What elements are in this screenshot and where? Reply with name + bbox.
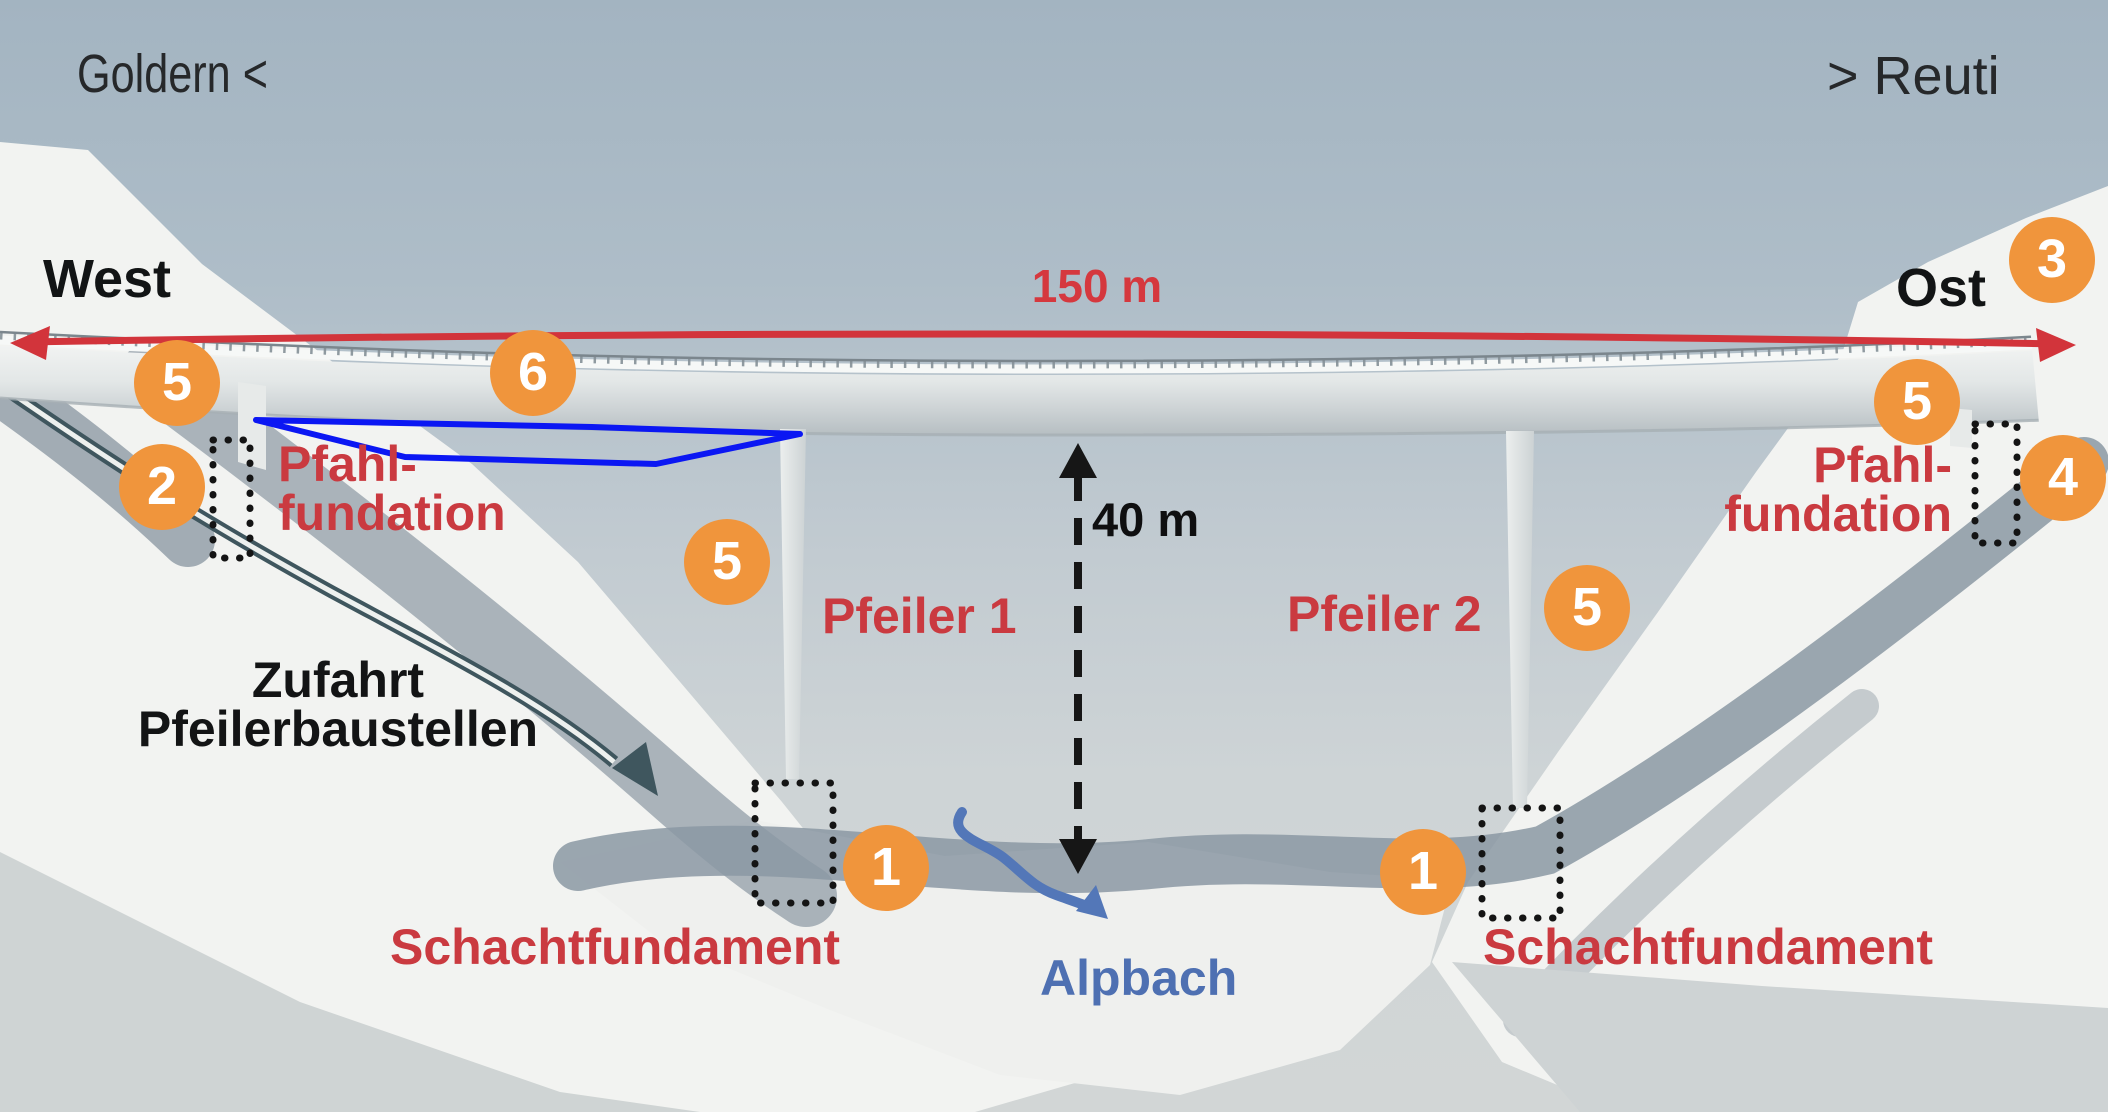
pile-foundation-east-line1: Pfahl-: [1813, 437, 1952, 493]
pile-foundation-label-west: Pfahl- fundation: [278, 436, 506, 541]
marker-5-pier2: 5: [1544, 565, 1630, 651]
stream-arrowhead: [1076, 885, 1108, 919]
stream-label: Alpbach: [1040, 950, 1238, 1006]
foreground-floor-west: [0, 852, 700, 1112]
destination-west-label: Goldern <: [77, 44, 316, 104]
marker-1-pier1-shaft: 1: [843, 825, 929, 911]
shaft-foundation-outline-east: [1478, 804, 1564, 922]
pile-foundation-outline-west: [209, 436, 254, 562]
pile-foundation-label-east: Pfahl- fundation: [1724, 437, 1952, 542]
pile-foundation-west-line1: Pfahl-: [278, 436, 417, 492]
destination-east-label: > Reuti: [1827, 46, 2000, 106]
pile-foundation-outline-east: [1971, 420, 2021, 547]
span-arrow-line: [25, 330, 2063, 348]
access-road-line2: Pfeilerbaustellen: [137, 701, 539, 757]
shaft-foundation-label-west: Schachtfundament: [390, 919, 841, 975]
marker-6-deck-west: 6: [490, 330, 576, 416]
destination-west-text: Goldern <: [77, 44, 268, 104]
pier2-column: [1506, 431, 1534, 808]
access-road-label: Zufahrt Pfeilerbaustellen: [137, 652, 539, 757]
pile-foundation-east-line2: fundation: [1724, 486, 1952, 542]
span-arrowhead-west: [10, 326, 50, 360]
west-abutment: [238, 382, 266, 470]
launching-area-outline: [253, 417, 803, 467]
height-measurement-label: 40 m: [1092, 493, 1200, 546]
bridge-parapet: [0, 335, 2045, 374]
pier1-column: [780, 429, 806, 779]
east-hill-foreground: [2030, 292, 2108, 436]
span-arrowhead-east: [2036, 328, 2076, 362]
bridge-railing-posts: [0, 332, 2045, 369]
marker-5-east-abutment: 5: [1874, 359, 1960, 445]
marker-5-west-abutment: 5: [134, 340, 220, 426]
marker-4-east-pile: 4: [2020, 435, 2106, 521]
marker-1-pier2-shaft: 1: [1380, 829, 1466, 915]
marker-2-west-slope: 2: [119, 444, 205, 530]
compass-west-label: West: [43, 249, 172, 309]
height-arrowhead-top: [1059, 443, 1097, 478]
compass-east-label: Ost: [1896, 258, 1987, 318]
shaft-foundation-label-east: Schachtfundament: [1483, 919, 1934, 975]
span-measurement-label: 150 m: [1031, 260, 1163, 312]
bridge-railing: [0, 330, 2045, 363]
marker-5-pier1: 5: [684, 519, 770, 605]
marker-3-east-hill: 3: [2009, 217, 2095, 303]
access-road-line1: Zufahrt: [251, 652, 425, 708]
height-arrowhead-bottom: [1059, 839, 1097, 874]
pier2-label: Pfeiler 2: [1287, 586, 1482, 642]
access-road-center: [2, 385, 616, 764]
foreground-floor-east: [1452, 962, 2108, 1112]
shaft-foundation-outline-west: [751, 779, 837, 907]
access-road-arrowhead: [612, 742, 658, 796]
pile-foundation-west-line2: fundation: [278, 485, 506, 541]
pier1-label: Pfeiler 1: [822, 588, 1017, 644]
stream-arrow: [953, 807, 1097, 913]
